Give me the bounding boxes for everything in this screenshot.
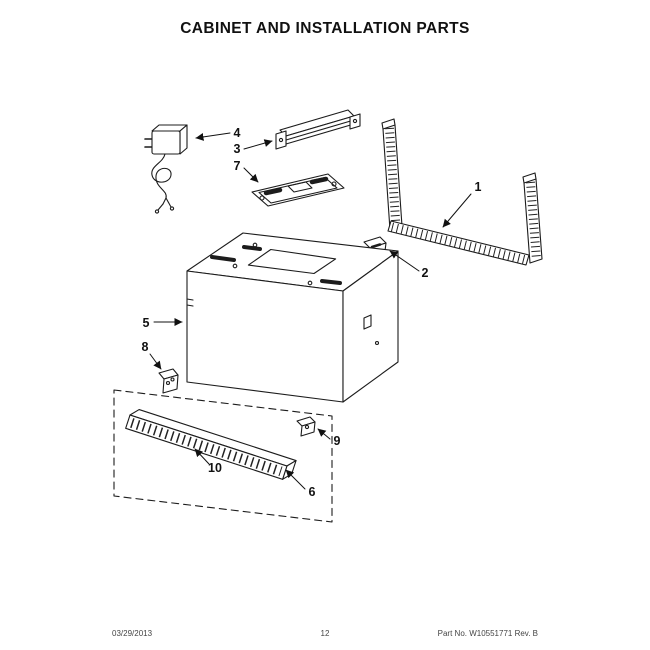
part-cabinet-drawing	[186, 232, 399, 403]
callout-leaders	[149, 132, 472, 490]
callout-1-leader	[442, 193, 472, 228]
callout-4-leader	[195, 132, 231, 141]
callout-3: 3	[234, 142, 241, 156]
footer-page-number: 12	[320, 629, 330, 638]
callout-4: 4	[234, 126, 241, 140]
callout-6-leader	[285, 469, 306, 490]
part-mounting-plate-drawing	[251, 173, 345, 207]
callout-8: 8	[142, 340, 149, 354]
part-wall-bracket-drawing	[381, 118, 543, 266]
footer-part-info: Part No. W10551771 Rev. B	[437, 629, 538, 638]
callout-8-leader	[149, 353, 162, 370]
callout-2: 2	[422, 266, 429, 280]
callout-9: 9	[334, 434, 341, 448]
callout-7-leader	[243, 167, 259, 183]
part-support-bracket-drawing	[275, 109, 361, 150]
callout-6: 6	[309, 485, 316, 499]
callout-2-leader	[389, 250, 420, 272]
callout-1: 1	[475, 180, 482, 194]
part-right-clip-drawing	[296, 416, 316, 437]
part-left-bracket-drawing	[158, 368, 179, 394]
callout-10-leader	[194, 448, 210, 465]
callout-9-leader	[317, 428, 331, 440]
callout-7: 7	[234, 159, 241, 173]
footer-date: 03/29/2013	[112, 629, 153, 638]
callout-5: 5	[143, 316, 150, 330]
page-footer: 03/29/2013 12 Part No. W10551771 Rev. B	[112, 629, 538, 638]
grille-dashed-outline	[113, 389, 333, 523]
callout-3-leader	[243, 139, 273, 150]
callout-10: 10	[208, 461, 222, 475]
callout-numbers: 4 3 7 1 2 5 8 10 6 9	[142, 126, 482, 499]
page-title: CABINET AND INSTALLATION PARTS	[180, 20, 470, 37]
part-power-cord-drawing	[144, 124, 188, 214]
